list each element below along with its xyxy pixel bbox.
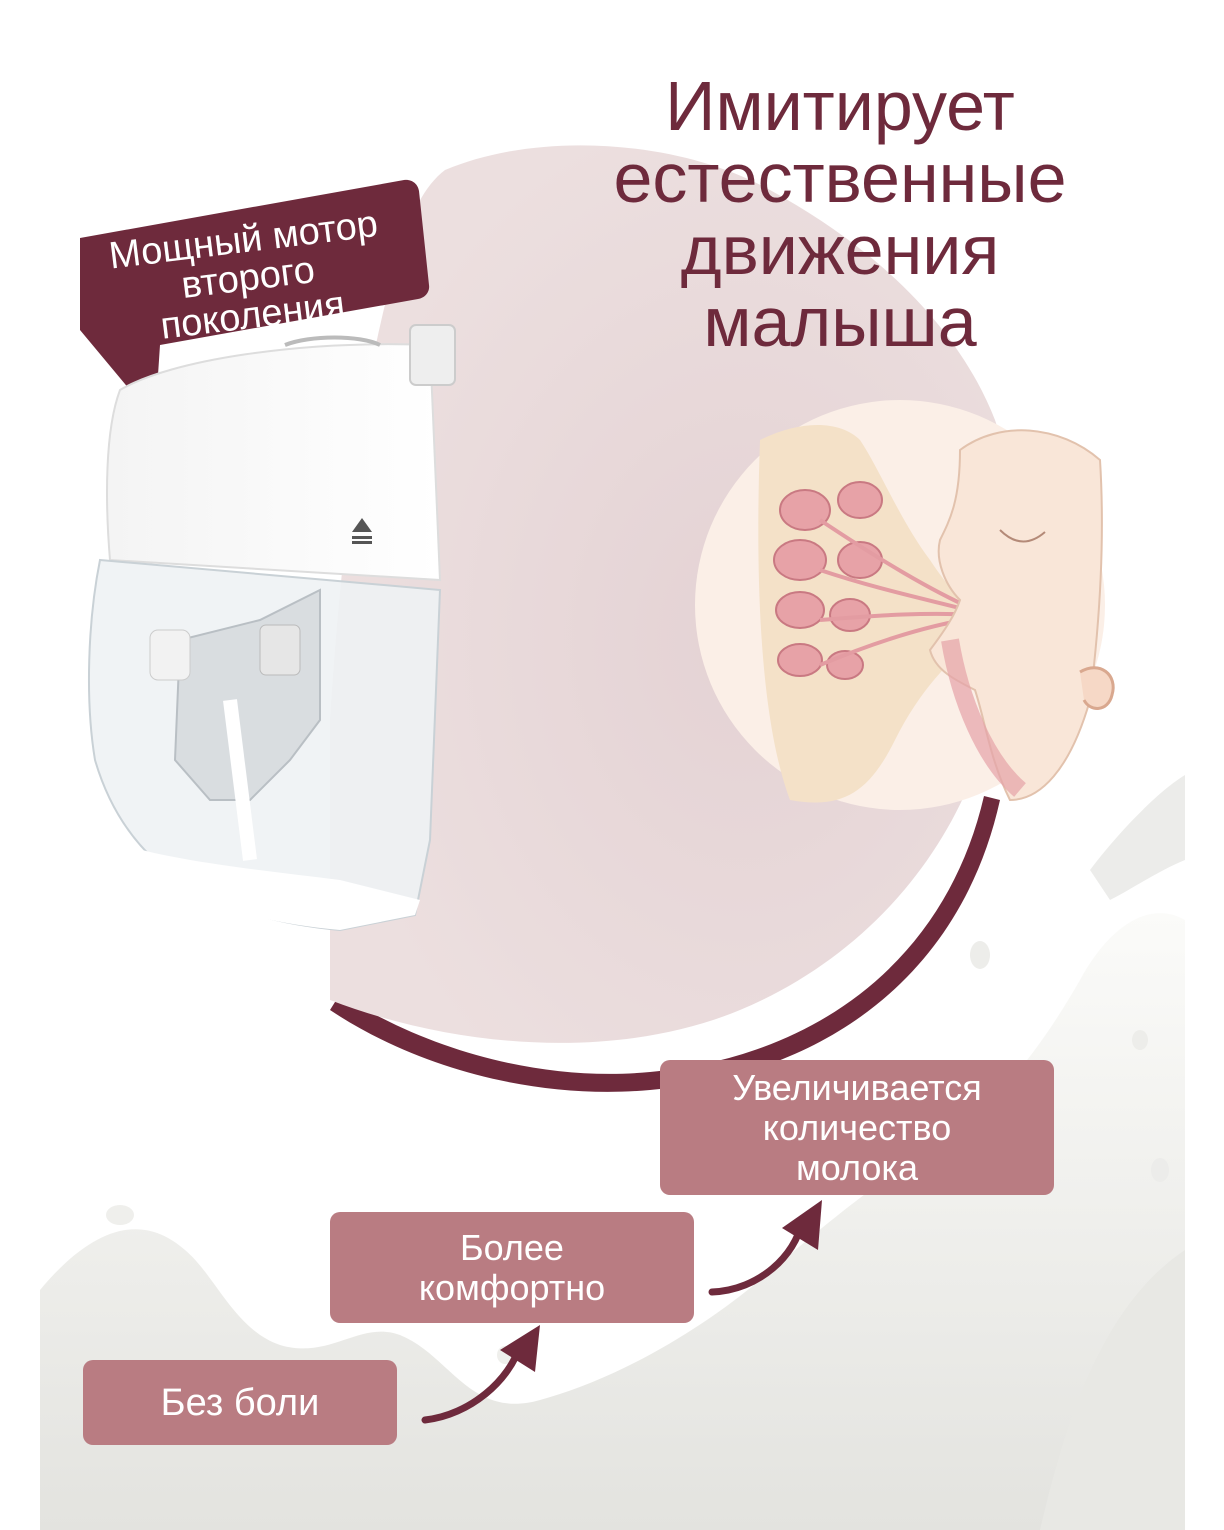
arrow-to-more-milk xyxy=(708,1200,822,1296)
arrow-to-comfort xyxy=(421,1325,540,1424)
headline-line-2: естественные xyxy=(613,139,1067,217)
more-milk-line-2: количество xyxy=(762,1106,952,1148)
feeding-illustration xyxy=(695,400,1115,810)
headline-line-1: Имитирует xyxy=(665,67,1015,145)
more-milk-line-1: Увеличивается xyxy=(732,1066,982,1108)
breast-pump xyxy=(87,324,456,932)
motor-tag-ribbon xyxy=(80,179,430,420)
pink-blob xyxy=(330,145,1017,1043)
accent-arc xyxy=(330,796,1000,1092)
headline-line-3: движения xyxy=(680,211,1000,289)
headline-line-4: малыша xyxy=(703,283,977,361)
no-pain-label: Без боли xyxy=(160,1381,320,1424)
comfort-line-2: комфортно xyxy=(418,1266,606,1308)
benefit-no-pain: Без боли xyxy=(83,1360,397,1445)
benefit-more-milk: Увеличивается количество молока xyxy=(660,1060,1054,1195)
eject-icon xyxy=(352,518,372,544)
comfort-line-1: Более xyxy=(460,1226,564,1268)
benefit-comfort: Более комфортно xyxy=(330,1212,694,1323)
headline: Имитирует естественные движения малыша xyxy=(560,70,1120,358)
more-milk-line-3: молока xyxy=(796,1146,918,1188)
